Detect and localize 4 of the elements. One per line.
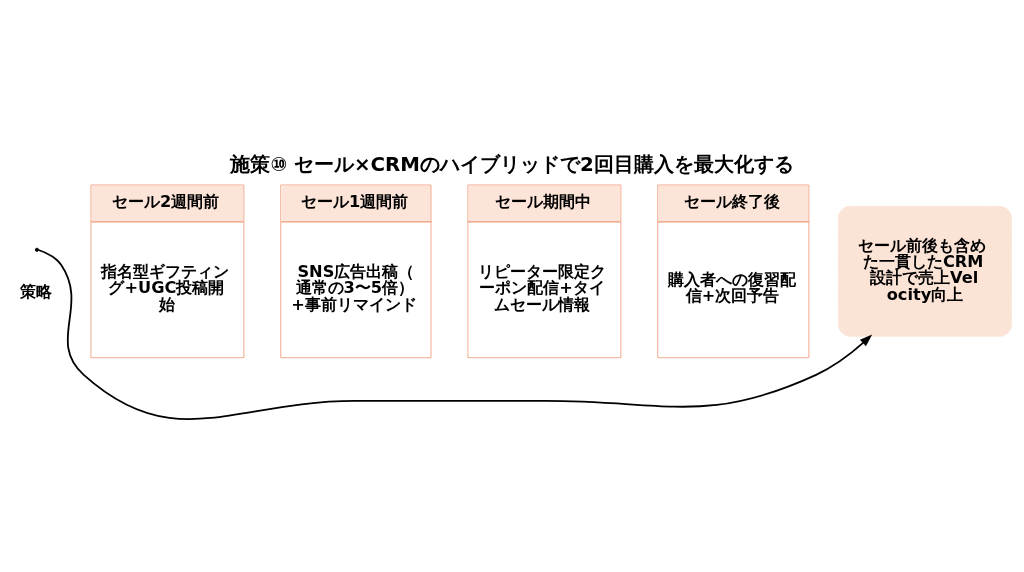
arrow [37,249,873,420]
node-box: セール前後も含めた一貫したCRM設計で売上Velocity向上 [838,206,1012,337]
label: 策略 [20,281,53,301]
diagram-title: 施策⑩ セール×CRMのハイブリッドで2回目購入を最大化する [230,153,794,177]
